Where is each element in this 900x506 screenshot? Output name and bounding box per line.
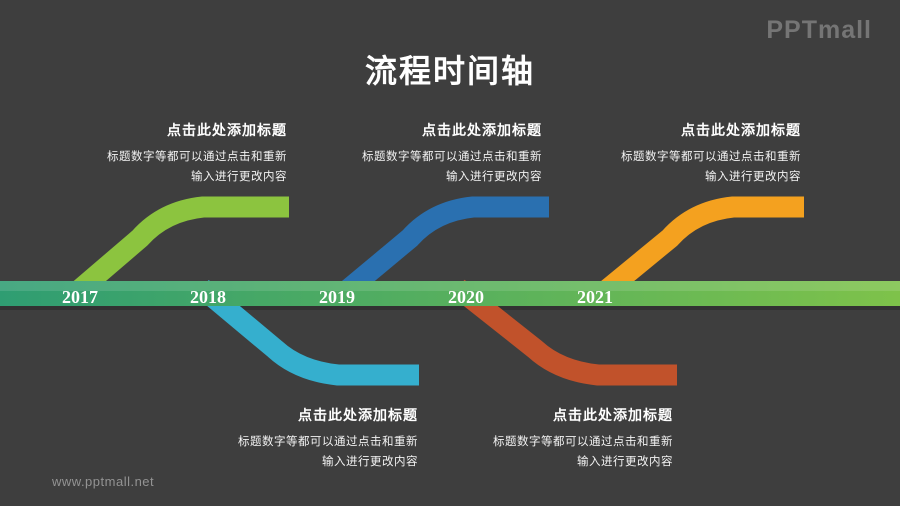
callout-body-line: 标题数字等都可以通过点击和重新 — [493, 436, 673, 448]
callout-title: 点击此处添加标题 — [553, 407, 673, 423]
callout-title: 点击此处添加标题 — [422, 122, 542, 138]
callout-body-line: 标题数字等都可以通过点击和重新 — [621, 151, 801, 163]
swoosh-up-blue-2019 — [331, 196, 549, 307]
callout-top-3: 点击此处添加标题 标题数字等都可以通过点击和重新 输入进行更改内容 — [561, 121, 801, 187]
callout-title: 点击此处添加标题 — [167, 122, 287, 138]
callout-top-1: 点击此处添加标题 标题数字等都可以通过点击和重新 输入进行更改内容 — [47, 121, 287, 187]
callout-title: 点击此处添加标题 — [298, 407, 418, 423]
year-label-2019: 2019 — [319, 287, 355, 307]
pptmall-logo: PPTmall — [766, 16, 872, 44]
callout-body-line: 标题数字等都可以通过点击和重新 — [362, 151, 542, 163]
callout-body-line: 标题数字等都可以通过点击和重新 — [238, 436, 418, 448]
page-title: 流程时间轴 — [364, 53, 535, 89]
swoosh-down-cyan-2018 — [195, 279, 419, 386]
callout-body-line: 输入进行更改内容 — [446, 171, 542, 183]
callout-body-line: 输入进行更改内容 — [191, 171, 287, 183]
callout-body-line: 输入进行更改内容 — [705, 171, 801, 183]
timeline-bar-shadow — [0, 306, 900, 310]
callout-bottom-1: 点击此处添加标题 标题数字等都可以通过点击和重新 输入进行更改内容 — [178, 406, 418, 472]
year-label-2021: 2021 — [577, 287, 613, 307]
swoosh-up-orange-2021 — [590, 196, 804, 307]
callout-top-2: 点击此处添加标题 标题数字等都可以通过点击和重新 输入进行更改内容 — [302, 121, 542, 187]
callout-body-line: 输入进行更改内容 — [577, 456, 673, 468]
callout-bottom-2: 点击此处添加标题 标题数字等都可以通过点击和重新 输入进行更改内容 — [433, 406, 673, 472]
callout-body-line: 标题数字等都可以通过点击和重新 — [107, 151, 287, 163]
year-label-2018: 2018 — [190, 287, 226, 307]
watermark-url: www.pptmall.net — [52, 474, 155, 489]
timeline-bar — [0, 281, 900, 306]
timeline-bar-highlight — [0, 281, 900, 291]
year-label-2020: 2020 — [448, 287, 484, 307]
callout-body-line: 输入进行更改内容 — [322, 456, 418, 468]
year-label-2017: 2017 — [62, 287, 98, 307]
swoosh-down-rust-2020 — [451, 279, 677, 386]
swoosh-up-green-2017 — [63, 196, 289, 306]
callout-title: 点击此处添加标题 — [681, 122, 801, 138]
